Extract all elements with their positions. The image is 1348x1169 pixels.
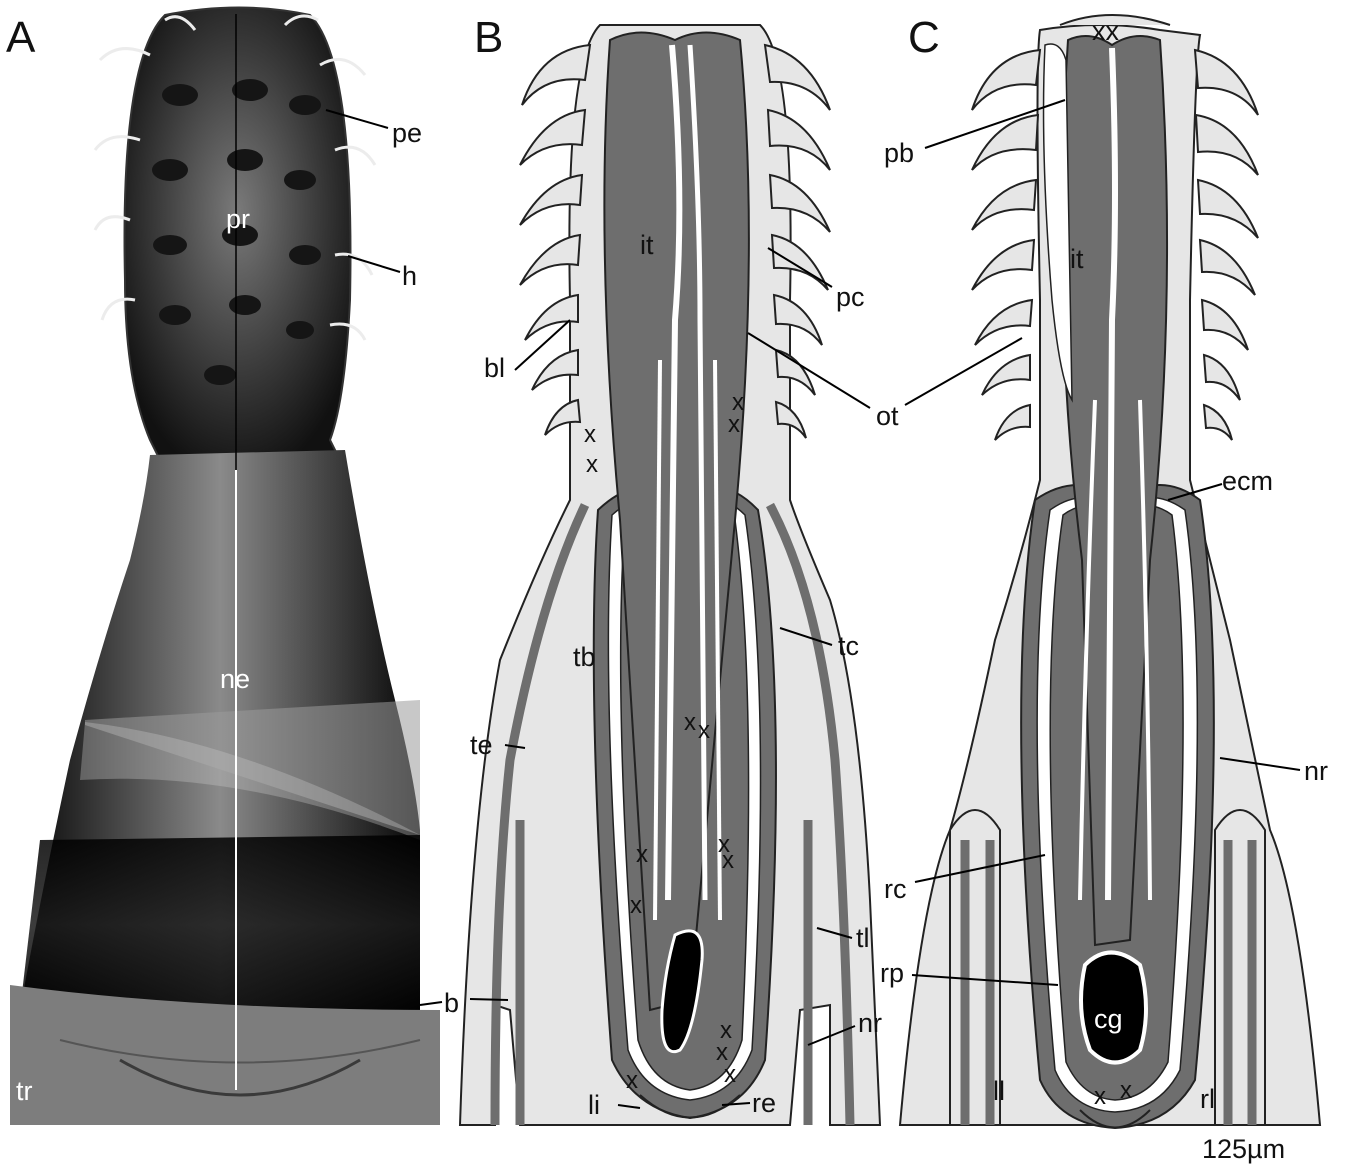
panel-c-diagram — [900, 15, 1320, 1128]
x-mark: x — [636, 841, 648, 868]
label-c-rl: rl — [1200, 1084, 1215, 1114]
label-c-rc: rc — [884, 874, 907, 904]
panel-a-photo — [10, 8, 440, 1126]
label-c-ecm: ecm — [1222, 466, 1273, 496]
right-lemniscus — [1215, 810, 1265, 1125]
x-mark: x — [586, 451, 598, 478]
panel-b-diagram — [460, 25, 880, 1125]
x-mark: x — [1120, 1077, 1132, 1104]
label-b-ot: ot — [876, 401, 899, 431]
label-b-re: re — [752, 1088, 776, 1118]
x-mark: x — [728, 411, 740, 438]
x-mark: x — [626, 1067, 638, 1094]
label-ne: ne — [220, 664, 250, 694]
label-h: h — [402, 261, 417, 291]
label-c-xx: xx — [1092, 16, 1120, 46]
label-b-pc: pc — [836, 282, 865, 312]
panel-letter-c: C — [908, 13, 940, 62]
label-c-nr: nr — [1304, 756, 1328, 786]
label-pe: pe — [392, 118, 422, 148]
side-spines-c-right — [1195, 50, 1258, 440]
panel-letter-b: B — [474, 13, 503, 62]
panel-letter-a: A — [6, 13, 36, 62]
scale-bar-label: 125µm — [1202, 1134, 1285, 1164]
label-b-tc: tc — [838, 631, 859, 661]
label-b-te: te — [470, 730, 493, 760]
x-mark: x — [630, 892, 642, 919]
dark-band — [20, 835, 420, 1015]
label-c-ll: ll — [993, 1076, 1005, 1106]
x-mark: x — [698, 717, 710, 744]
x-mark: x — [1094, 1083, 1106, 1110]
x-mark: x — [584, 421, 596, 448]
x-mark: x — [684, 709, 696, 736]
label-tr: tr — [16, 1076, 33, 1106]
label-b-tl: tl — [856, 923, 870, 953]
label-pr: pr — [226, 204, 250, 234]
label-c-rp: rp — [880, 958, 904, 988]
label-b-nr: nr — [858, 1008, 882, 1038]
x-mark: x — [724, 1061, 736, 1088]
label-c-cg: cg — [1094, 1004, 1123, 1034]
label-b: b — [444, 988, 459, 1018]
label-b-li: li — [588, 1090, 600, 1120]
label-b-it: it — [640, 230, 654, 260]
label-c-pb: pb — [884, 138, 914, 168]
label-b-bl: bl — [484, 353, 505, 383]
label-c-it: it — [1070, 244, 1084, 274]
label-b-tb: tb — [573, 642, 596, 672]
side-spines-c-left — [972, 50, 1040, 440]
x-mark: x — [722, 847, 734, 874]
